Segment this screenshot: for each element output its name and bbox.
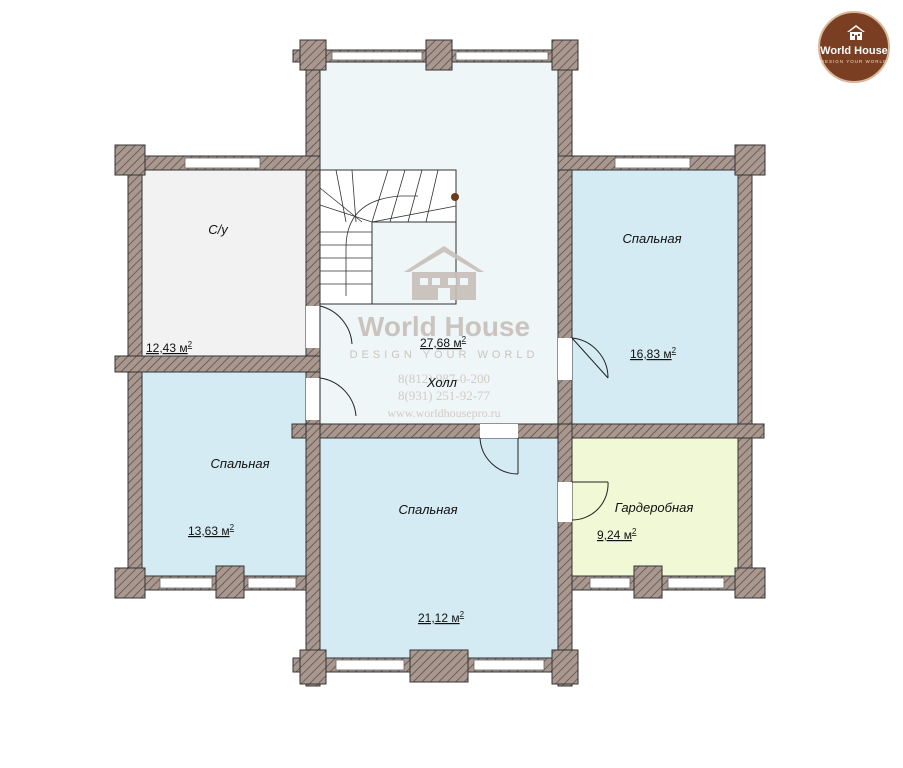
watermark: World House DESIGN YOUR WORLD 8(812) 987… bbox=[350, 246, 539, 420]
bedroom-right-area: 16,83 м2 bbox=[630, 346, 677, 361]
bathroom-name: С/у bbox=[208, 222, 229, 237]
bedroom-left-name: Спальная bbox=[210, 456, 269, 471]
logo-title: World House bbox=[820, 45, 888, 57]
bedroom-right-name: Спальная bbox=[622, 231, 681, 246]
bedroom-center-name: Спальная bbox=[398, 502, 457, 517]
bathroom-floor bbox=[142, 170, 306, 356]
watermark-phone-2: 8(931) 251-92-77 bbox=[398, 388, 491, 403]
house-icon bbox=[847, 25, 865, 40]
bedroom-left-floor bbox=[142, 372, 306, 576]
bathroom-area: 12,43 м2 bbox=[146, 340, 193, 355]
bedroom-left-area: 13,63 м2 bbox=[188, 523, 235, 538]
doors bbox=[306, 305, 609, 522]
bedroom-right-floor bbox=[572, 170, 738, 425]
logo-subtitle: DESIGN YOUR WORLD bbox=[820, 59, 888, 64]
watermark-subtitle: DESIGN YOUR WORLD bbox=[350, 349, 539, 361]
wardrobe-area: 9,24 м2 bbox=[597, 527, 637, 542]
windows bbox=[159, 51, 725, 671]
stair-post-marker bbox=[451, 193, 459, 201]
watermark-url: www.worldhousepro.ru bbox=[387, 406, 500, 420]
wardrobe-name: Гардеробная bbox=[615, 500, 694, 515]
hall-area: 27,68 м2 bbox=[420, 335, 467, 350]
watermark-house-icon bbox=[404, 246, 484, 300]
hall-name: Холл bbox=[426, 375, 458, 390]
bedroom-center-floor bbox=[320, 438, 558, 658]
bedroom-center-area: 21,12 м2 bbox=[418, 610, 465, 625]
brand-logo: World House DESIGN YOUR WORLD bbox=[818, 11, 890, 83]
watermark-title: World House bbox=[358, 311, 530, 342]
watermark-phone-1: 8(812) 987-0-200 bbox=[398, 371, 490, 386]
